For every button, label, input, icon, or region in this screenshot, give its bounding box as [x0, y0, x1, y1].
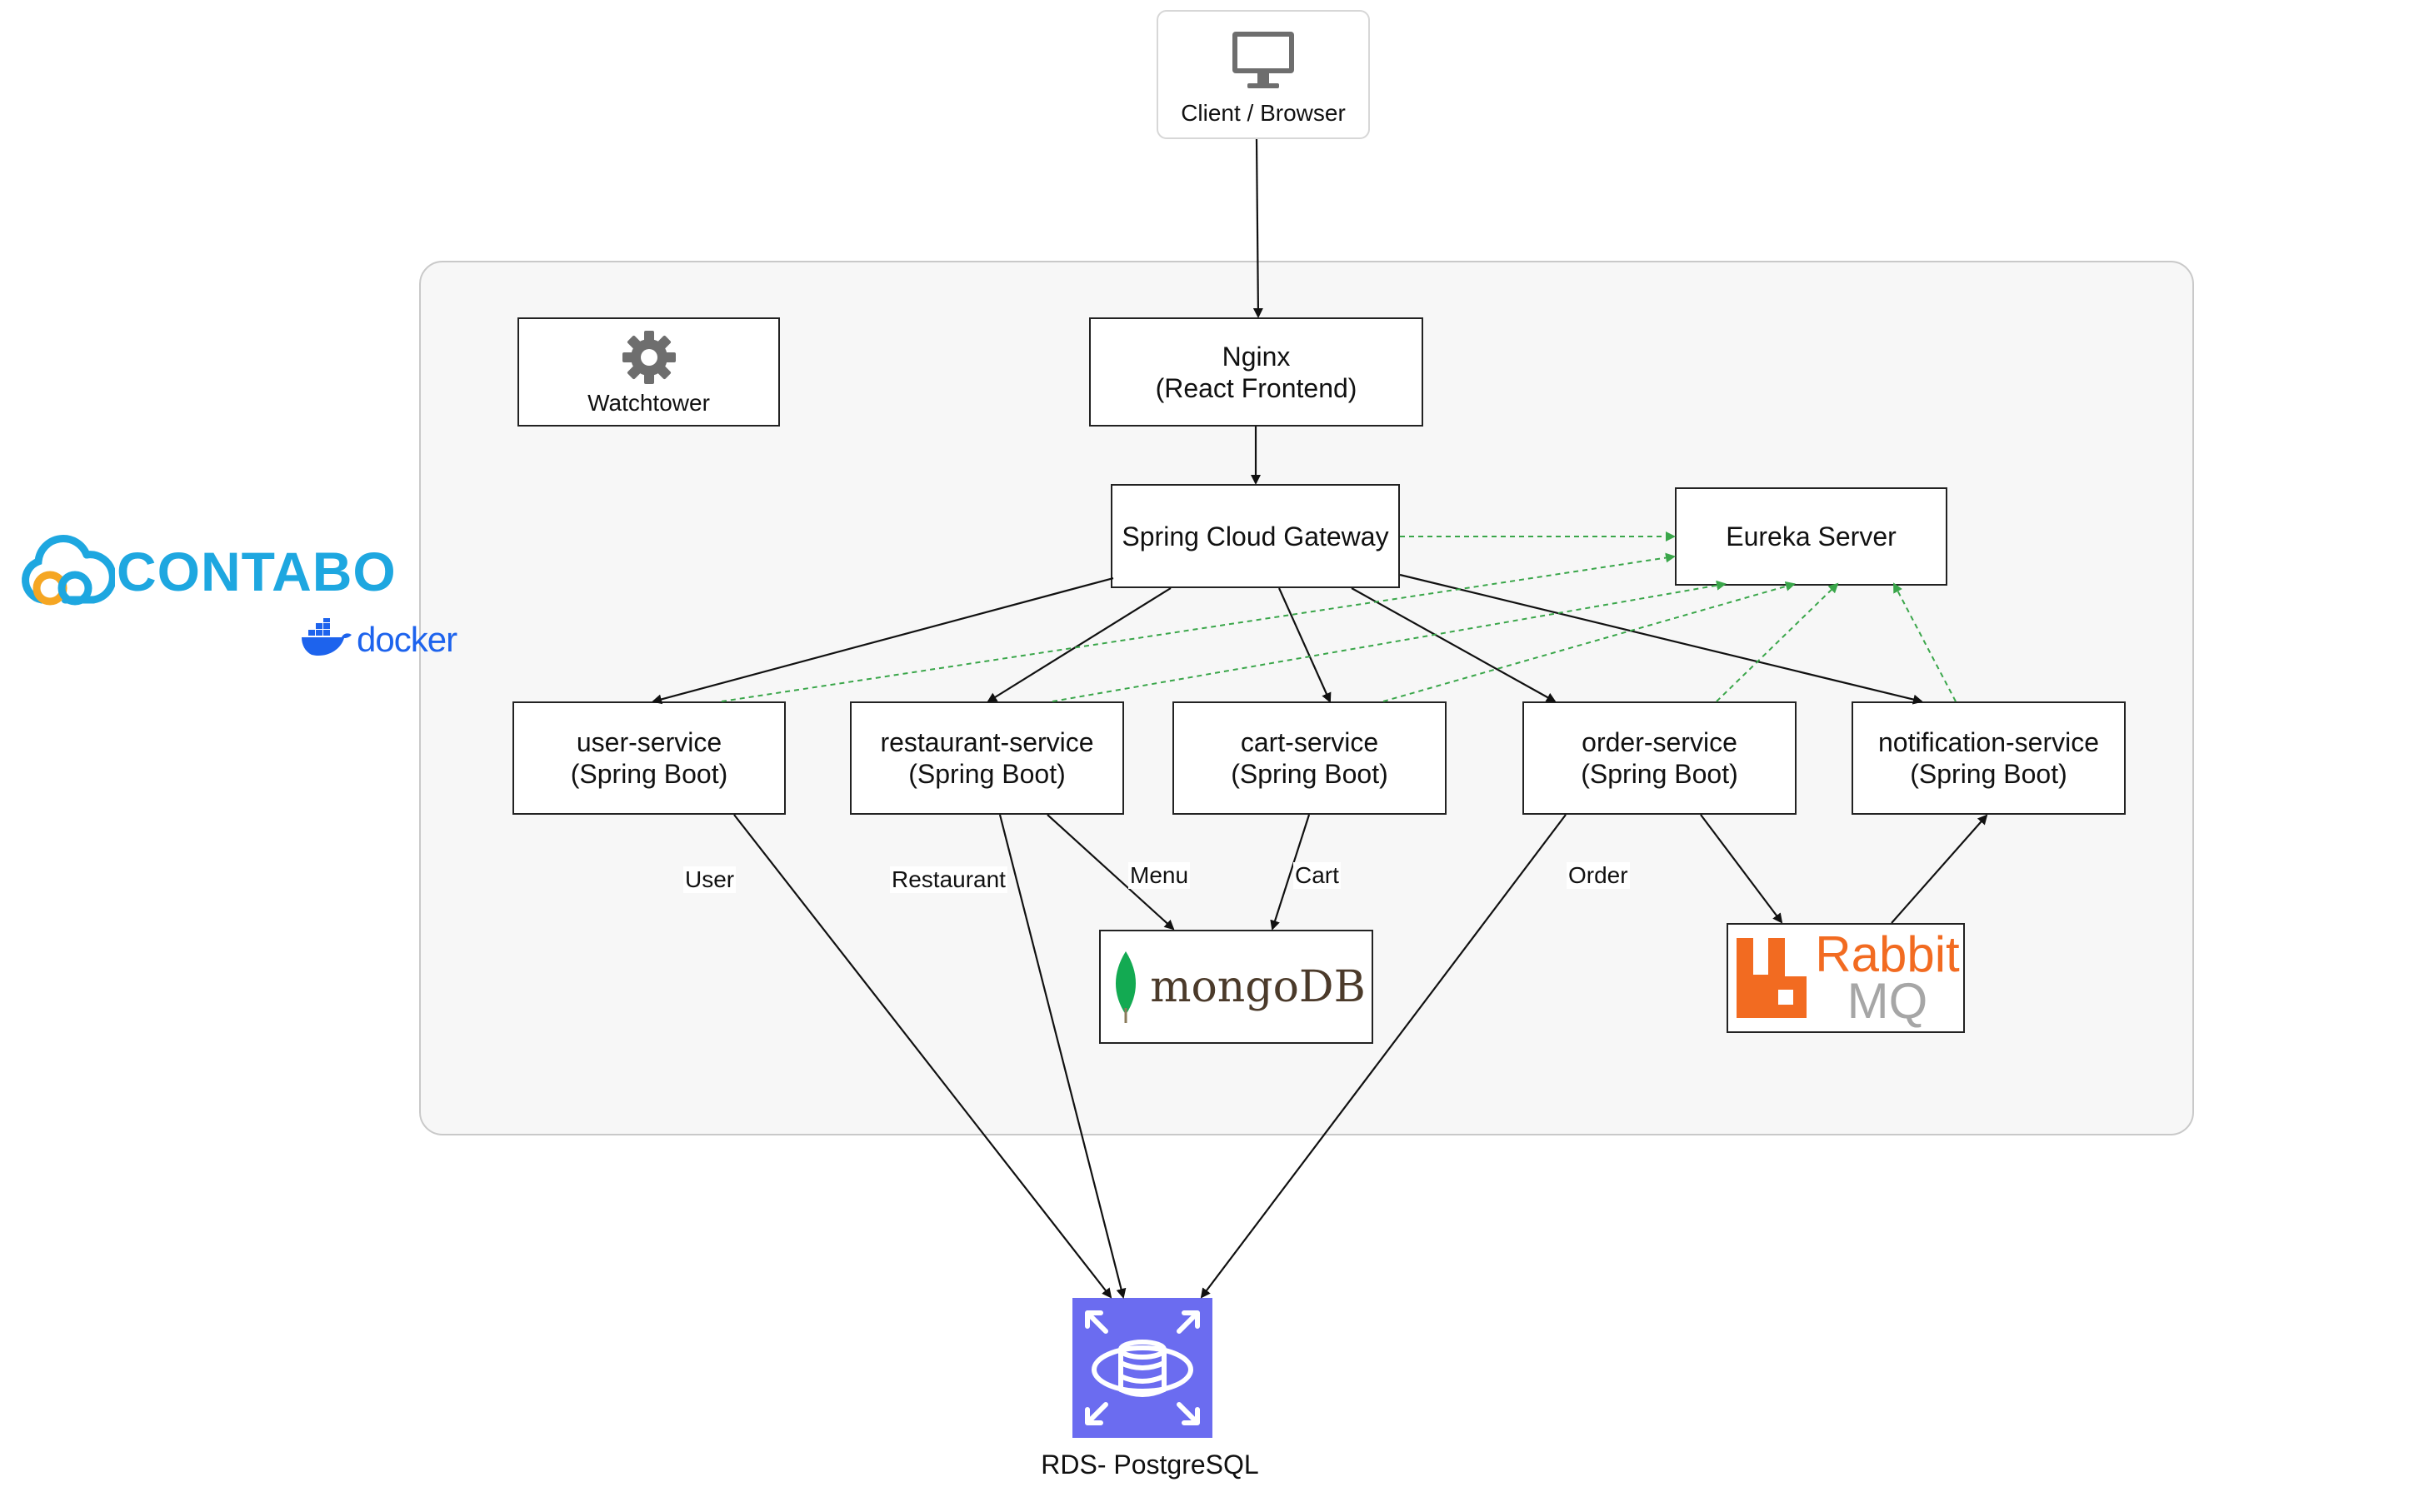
service-name: notification-service [1878, 727, 2099, 757]
monitor-icon [1232, 32, 1294, 88]
service-framework: (Spring Boot) [1581, 759, 1738, 789]
rds-label: RDS- PostgreSQL [1041, 1450, 1259, 1480]
gateway-node: Spring Cloud Gateway [1111, 484, 1400, 588]
rabbitmq-node: Rabbit MQ [1727, 923, 1965, 1033]
database-icon [1072, 1298, 1212, 1438]
nginx-node: Nginx (React Frontend) [1089, 317, 1423, 427]
restaurant-service-node: restaurant-service (Spring Boot) [850, 701, 1124, 815]
service-framework: (Spring Boot) [1231, 759, 1388, 789]
eureka-node: Eureka Server [1675, 487, 1947, 586]
rabbitmq-logo-rabbit: Rabbit [1815, 926, 1960, 982]
edge-label-cart: Cart [1293, 862, 1341, 889]
service-name: order-service [1582, 727, 1737, 757]
docker-whale-icon [302, 618, 352, 656]
service-name: user-service [576, 727, 722, 757]
service-name: restaurant-service [880, 727, 1094, 757]
mongodb-leaf-icon [1116, 951, 1137, 1023]
service-framework: (Spring Boot) [1910, 759, 2067, 789]
contabo-logo-text: CONTABO [117, 541, 397, 602]
gear-icon [622, 330, 676, 384]
nginx-title: Nginx [1222, 341, 1291, 372]
edge-label-user: User [683, 866, 737, 893]
edge-label-menu: Menu [1128, 862, 1191, 889]
notification-service-node: notification-service (Spring Boot) [1852, 701, 2126, 815]
client-browser-node: Client / Browser [1157, 10, 1370, 139]
mongodb-logo-text: mongoDB [1150, 961, 1366, 1012]
contabo-cloud-icon [22, 535, 115, 606]
cart-service-node: cart-service (Spring Boot) [1172, 701, 1447, 815]
rabbitmq-icon [1737, 938, 1807, 1018]
watchtower-node: Watchtower [517, 317, 780, 427]
service-framework: (Spring Boot) [908, 759, 1066, 789]
eureka-label: Eureka Server [1726, 521, 1897, 551]
user-service-node: user-service (Spring Boot) [512, 701, 786, 815]
docker-logo-text: docker [357, 620, 457, 659]
service-name: cart-service [1240, 727, 1379, 757]
nginx-subtitle: (React Frontend) [1155, 372, 1357, 403]
client-label: Client / Browser [1181, 100, 1346, 126]
edge-label-restaurant: Restaurant [890, 866, 1007, 893]
order-service-node: order-service (Spring Boot) [1522, 701, 1797, 815]
mongodb-node: mongoDB [1099, 930, 1373, 1044]
watchtower-label: Watchtower [587, 389, 710, 416]
gateway-label: Spring Cloud Gateway [1122, 521, 1389, 551]
rabbitmq-logo-mq: MQ [1847, 973, 1928, 1029]
service-framework: (Spring Boot) [570, 759, 728, 789]
edge-label-order: Order [1567, 862, 1630, 889]
